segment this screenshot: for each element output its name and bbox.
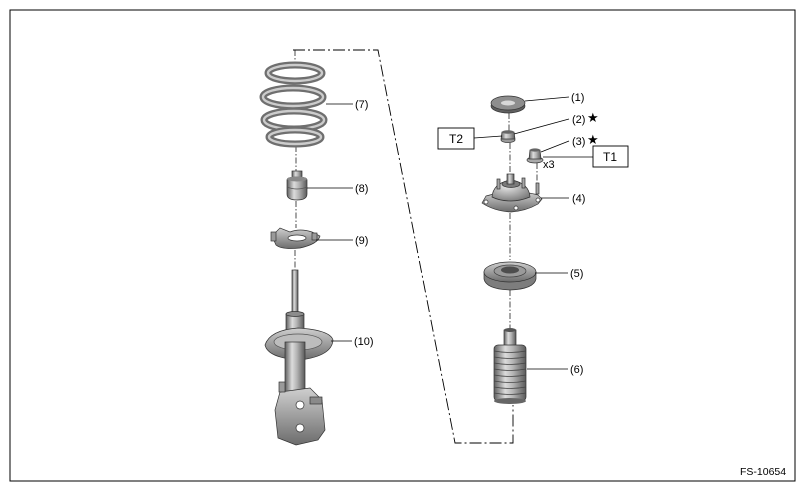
callout-label-5: (5) — [570, 268, 583, 280]
star-marker-3: ★ — [587, 133, 599, 148]
leader-line-1 — [524, 96, 570, 102]
torque-box-t1 — [592, 145, 629, 168]
torque-box-t2 — [437, 127, 475, 150]
figure-frame — [9, 9, 796, 482]
callout-label-8: (8) — [355, 183, 368, 195]
star-marker-2: ★ — [587, 111, 599, 126]
assembly-phantom-line — [293, 49, 514, 444]
leader-line-3 — [540, 140, 570, 153]
torque-label-t2: T2 — [449, 132, 463, 146]
torque-label-t1: T1 — [603, 150, 617, 164]
flange-nut — [526, 148, 544, 164]
callout-label-9: (9) — [355, 235, 368, 247]
figure-id: FS-10654 — [740, 466, 786, 478]
upper-spring-seat — [483, 261, 537, 291]
callout-label-10: (10) — [354, 336, 374, 348]
callout-label-6: (6) — [570, 364, 583, 376]
callout-label-1: (1) — [571, 92, 584, 104]
lower-spring-seat — [270, 227, 321, 249]
leader-line-2 — [513, 118, 570, 135]
leader-lines — [307, 96, 593, 370]
callout-label-7: (7) — [355, 99, 368, 111]
piston-rod-nut — [500, 130, 516, 143]
bump-stop — [286, 170, 308, 201]
quantity-note: x3 — [543, 159, 555, 171]
strut-mount — [481, 173, 543, 213]
strut-damper — [264, 269, 334, 446]
callout-label-4: (4) — [572, 193, 585, 205]
upper-washer — [490, 95, 526, 114]
leader-line-t2 — [473, 135, 503, 139]
callout-label-3: (3) — [572, 136, 585, 148]
dust-boot — [493, 328, 527, 404]
coil-spring — [259, 61, 328, 148]
right-centerline — [508, 113, 538, 329]
callout-label-2: (2) — [572, 114, 585, 126]
